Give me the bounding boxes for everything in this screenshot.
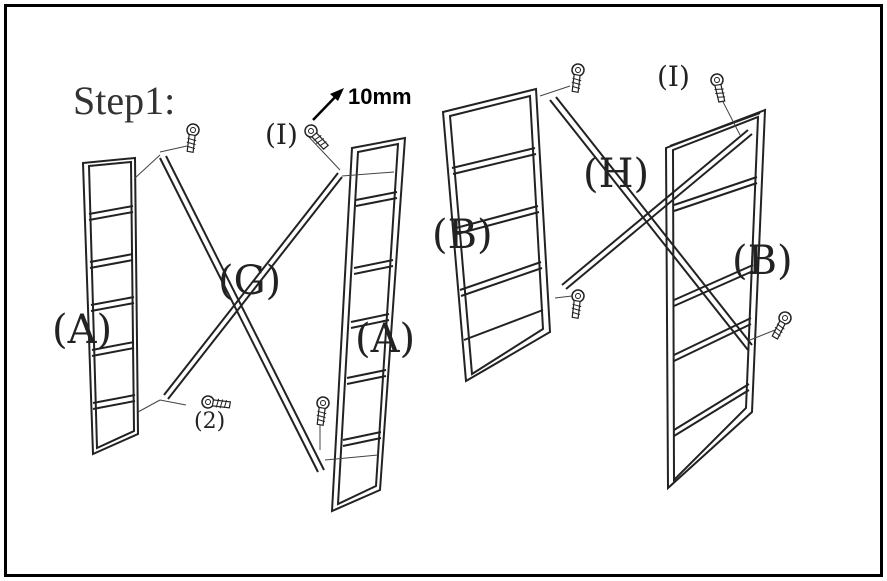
- label-rod-h: (H): [583, 151, 649, 197]
- label-rod-g: (G): [218, 258, 281, 304]
- screw-icon: [182, 122, 201, 154]
- dimension-label: 10mm: [348, 84, 412, 109]
- leader-lines-left: [134, 135, 395, 461]
- screw-icon: [768, 309, 794, 341]
- frame-b-left: [441, 87, 552, 383]
- label-screw-i-right: (I): [657, 60, 690, 93]
- screw-icon: [301, 121, 331, 153]
- label-frame-b-right: (B): [732, 238, 793, 284]
- screw-icon: [567, 288, 586, 320]
- label-screw-i-left: (I): [265, 118, 298, 151]
- label-screw-qty: (2): [194, 409, 225, 434]
- dimension-arrow: [312, 88, 344, 121]
- frame-a-left: [81, 156, 140, 456]
- rod-h: [549, 96, 753, 351]
- frame-b-right: [664, 108, 767, 491]
- screw-icon: [709, 72, 728, 104]
- screw-icon: [312, 395, 331, 427]
- label-frame-b-left: (B): [432, 212, 493, 258]
- rod-g: [159, 155, 343, 473]
- frame-a-right: [330, 136, 407, 513]
- label-frame-a-left: (A): [52, 307, 112, 353]
- label-frame-a-right: (A): [355, 316, 415, 362]
- screw-icon: [567, 62, 586, 94]
- diagram-frame: [4, 4, 883, 577]
- step-title: Step1:: [73, 78, 175, 123]
